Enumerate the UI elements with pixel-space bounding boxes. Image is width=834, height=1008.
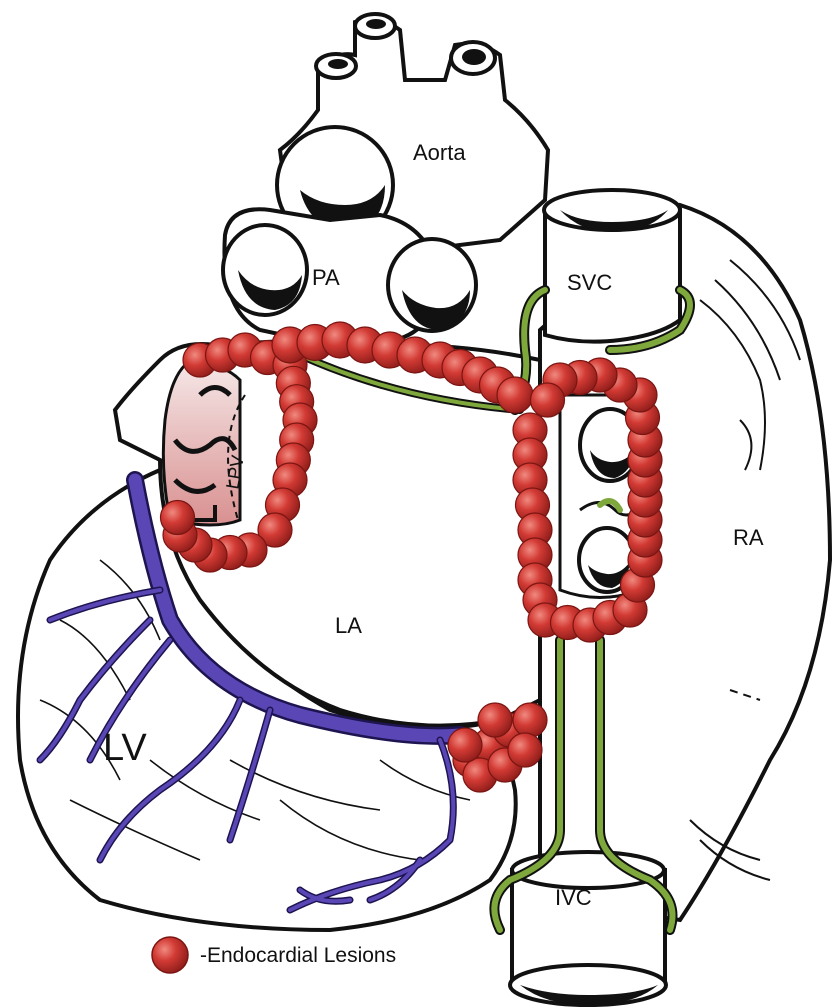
label-ra: RA: [733, 525, 764, 550]
lesion-sphere: [497, 377, 533, 413]
lesion-sphere: [161, 501, 195, 535]
label-ivc: IVC: [555, 885, 592, 910]
svc-vessel: [544, 190, 680, 342]
legend-text: -Endocardial Lesions: [200, 944, 396, 967]
label-aorta: Aorta: [413, 140, 466, 165]
label-svc: SVC: [567, 270, 612, 295]
label-pa: PA: [312, 265, 340, 290]
label-la: LA: [335, 613, 362, 638]
lesion-sphere: [513, 703, 547, 737]
legend: -Endocardial Lesions: [152, 937, 396, 973]
lesion-sphere: [478, 703, 512, 737]
legend-lesion-swatch: [152, 937, 188, 973]
lesion-sphere: [448, 728, 482, 762]
label-lv: LV: [103, 727, 147, 769]
lesion-sphere: [508, 733, 542, 767]
lesion-sphere: [531, 383, 565, 417]
